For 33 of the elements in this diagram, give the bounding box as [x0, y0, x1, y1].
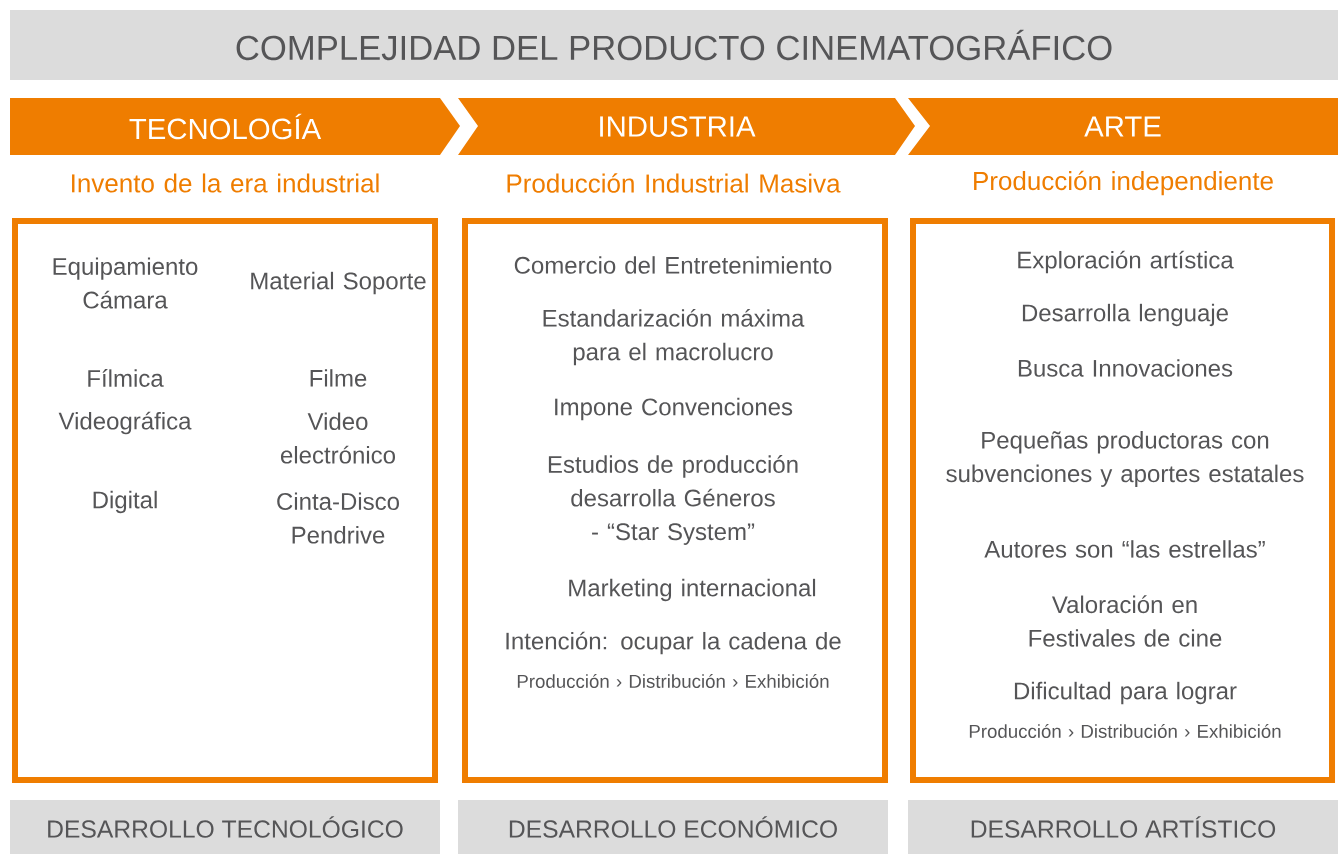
- list-item: Comercio del Entretenimiento: [514, 256, 832, 274]
- heading-band: DESARROLLO TECNOLÓGICO: [10, 800, 440, 854]
- list-item: Desarrolla lenguaje: [1022, 303, 1228, 327]
- list-item: Busca Innovaciones: [1018, 359, 1233, 377]
- subtitle: Producción Industrial Masiva: [507, 173, 841, 193]
- heading-band: COMPLEJIDAD DEL PRODUCTO CINEMATOGRÁFICO: [10, 10, 1338, 80]
- heading-band: DESARROLLO ECONÓMICO: [458, 800, 888, 854]
- list-item: Marketing internacional: [569, 578, 816, 602]
- list-item: Video electrónico: [281, 412, 395, 464]
- list-item: Filme: [310, 369, 367, 387]
- list-item: Pequeñas productoras con subvenciones y aportes estatales: [946, 431, 1304, 487]
- list-item: Producción › Distribución › Exhibición: [969, 724, 1281, 738]
- list-item: Exploración artística: [1018, 250, 1234, 274]
- list-item: Material Soporte: [251, 271, 426, 295]
- list-item: Intención: ocupar la cadena de: [506, 631, 841, 655]
- heading-band: DESARROLLO ARTÍSTICO: [908, 800, 1338, 854]
- list-item: Videográfica: [58, 411, 192, 435]
- chevron-band: ARTE: [908, 98, 1338, 155]
- subtitle: Producción independiente: [974, 170, 1273, 196]
- list-item: Equipamiento Cámara: [53, 257, 198, 309]
- chevron-band: INDUSTRIA: [458, 98, 915, 155]
- list-item: Fílmica: [88, 369, 164, 387]
- list-item: Autores son “las estrellas”: [984, 540, 1265, 558]
- list-item: Cinta-Disco Pendrive: [277, 492, 399, 544]
- list-item: Digital: [93, 490, 157, 514]
- list-item: Estudios de producción desarrolla Géneros - “Star System”: [548, 455, 798, 545]
- list-item: Producción › Distribución › Exhibición: [517, 674, 829, 688]
- subtitle: Invento de la era industrial: [72, 173, 379, 193]
- chevron-band: TECNOLOGÍA: [10, 98, 460, 155]
- list-item: Valoración en Festivales de cine: [1029, 595, 1222, 647]
- list-item: Estandarización máxima para el macrolucro: [543, 308, 805, 366]
- list-item: Impone Convenciones: [555, 397, 793, 421]
- list-item: Dificultad para lograr: [1014, 681, 1237, 705]
